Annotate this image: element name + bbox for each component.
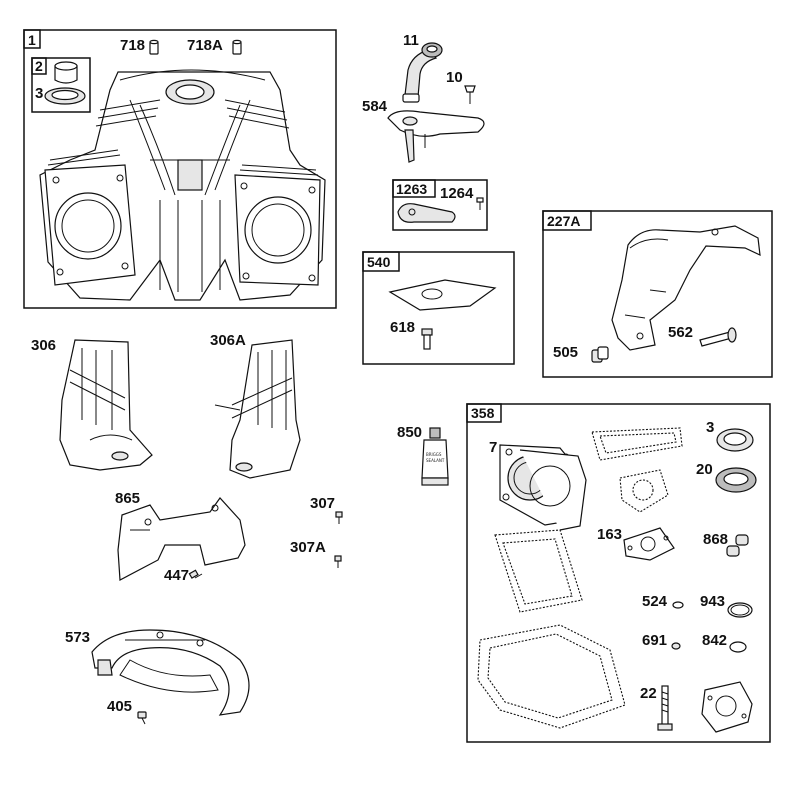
callout-3-seal: 3 (35, 85, 43, 102)
callout-584: 584 (362, 98, 388, 115)
intake-gasket (619, 469, 669, 513)
valve-seal-part-868 (726, 534, 749, 557)
control-bracket-part-227A (611, 225, 761, 351)
kit-358-gasket-set: 358 7 3 20 (466, 403, 771, 743)
baffle-part-865 (117, 497, 246, 581)
callout-505: 505 (553, 344, 578, 361)
callout-842: 842 (702, 632, 727, 649)
governor-lever-part (397, 203, 456, 223)
head-gasket-part-7 (499, 444, 587, 531)
callout-227A: 227A (547, 213, 580, 229)
callout-447: 447 (164, 567, 189, 584)
screw-part-307 (335, 511, 343, 524)
bolt-part-618 (421, 328, 433, 350)
oring-part-842 (729, 641, 747, 653)
callout-718: 718 (120, 37, 145, 54)
screw-part-1264 (476, 197, 484, 210)
kit-1263: 1263 1264 (392, 179, 488, 231)
callout-540: 540 (367, 254, 391, 270)
callout-306: 306 (31, 337, 56, 354)
seal-part-20 (715, 467, 757, 493)
callout-10: 10 (446, 69, 463, 86)
sealant-type-text: SEALANT (426, 458, 445, 463)
kit-1-cylinder-assembly: 1 2 3 718 718A (23, 29, 337, 309)
kit-227A: 227A 562 505 (542, 210, 773, 378)
clip-part-505 (591, 346, 609, 363)
dowel-pin-718 (149, 39, 159, 55)
callout-691: 691 (642, 632, 667, 649)
callout-20: 20 (696, 461, 713, 478)
governor-bracket-part-584 (387, 110, 485, 163)
callout-865: 865 (115, 490, 140, 507)
valve-cover-gasket (494, 529, 583, 613)
kit-2-subbox (31, 57, 91, 113)
oring-part-691 (671, 642, 681, 650)
callout-562: 562 (668, 324, 693, 341)
screw-part-405 (137, 711, 147, 725)
callout-868: 868 (703, 531, 728, 548)
callout-850: 850 (397, 424, 422, 441)
plate-gasket-part (388, 279, 497, 311)
callout-573: 573 (65, 629, 90, 646)
callout-2: 2 (35, 58, 43, 74)
screw-part-10 (464, 85, 476, 104)
callout-405: 405 (107, 698, 132, 715)
dipstick-tube-part-11 (402, 42, 443, 103)
screw-part-307A (334, 555, 342, 568)
cylinder-block (39, 69, 326, 301)
callout-163: 163 (597, 526, 622, 543)
callout-307A: 307A (290, 539, 326, 556)
oring-part-943 (727, 602, 753, 618)
oil-seal-part-3 (44, 87, 86, 105)
rocker-cover-gasket (591, 427, 683, 461)
dowel-pin-718A (232, 39, 242, 55)
callout-524: 524 (642, 593, 668, 610)
callout-1264: 1264 (440, 185, 474, 202)
kit-540: 540 618 (362, 251, 515, 365)
oring-part-524 (672, 601, 684, 609)
bushing-part-2 (54, 61, 78, 84)
sealant-brand-text: BRIGGS (426, 452, 442, 457)
callout-22: 22 (640, 685, 657, 702)
gasket-part-163 (623, 527, 675, 561)
callout-1: 1 (28, 32, 36, 48)
callout-358: 358 (471, 405, 495, 421)
mounting-gasket (701, 681, 753, 733)
screw-part-447 (188, 569, 203, 579)
callout-1263: 1263 (396, 181, 427, 197)
air-guide-part-306A (214, 339, 301, 479)
pin-part-562 (699, 327, 737, 347)
callout-943: 943 (700, 593, 725, 610)
bolt-part-22 (657, 685, 673, 731)
backplate-part-573 (91, 629, 250, 716)
kit-1-tag-box (23, 29, 41, 49)
callout-11: 11 (403, 32, 419, 49)
sealant-tube-part-850: BRIGGS SEALANT (421, 427, 449, 486)
callout-306A: 306A (210, 332, 246, 349)
callout-718A: 718A (187, 37, 223, 54)
callout-307: 307 (310, 495, 335, 512)
callout-618: 618 (390, 319, 415, 336)
air-guide-part-306 (59, 339, 153, 471)
callout-7: 7 (489, 439, 497, 456)
seal-part-3 (716, 428, 754, 452)
crankcase-gasket (477, 624, 626, 729)
callout-3-seal-kit: 3 (706, 419, 714, 436)
